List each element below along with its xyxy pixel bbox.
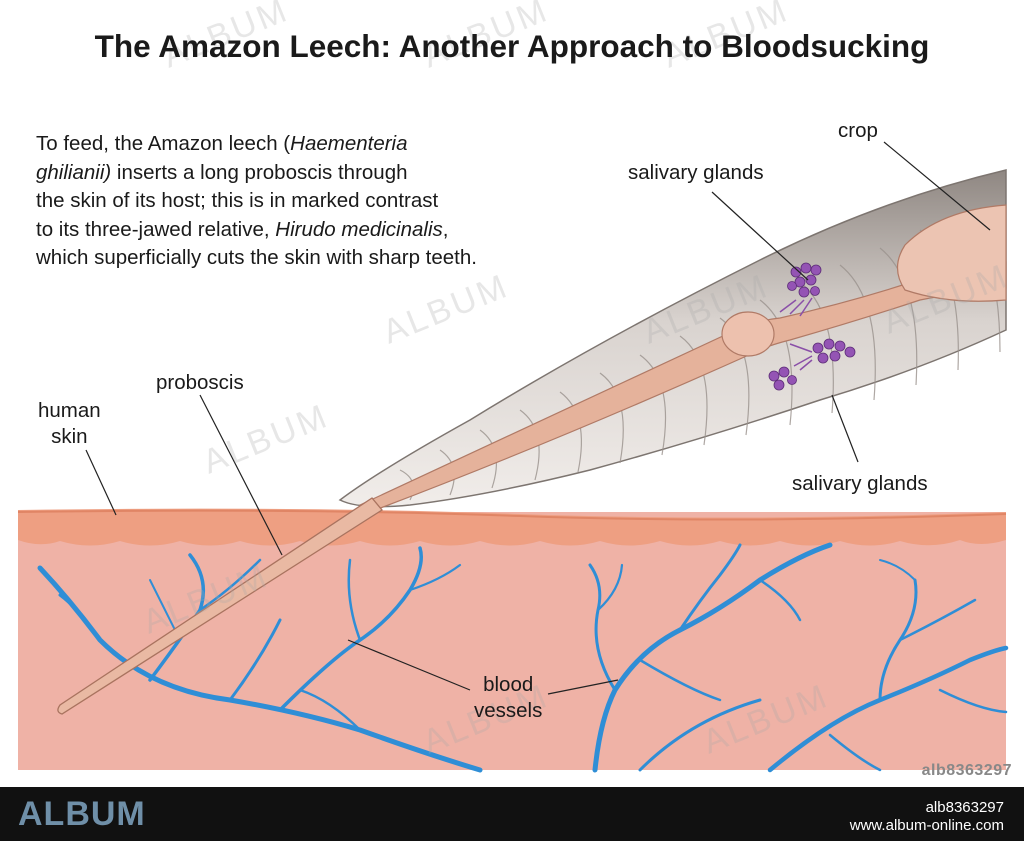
leech-skin-illustration <box>17 141 1009 773</box>
label-salivary-glands-top: salivary glands <box>628 161 764 184</box>
label-blood-vessels: blood vessels <box>474 673 543 722</box>
species-genus-haementeria: Haementeria <box>290 132 408 155</box>
intro-line-1: To feed, the Amazon leech (Haementeria <box>36 132 408 155</box>
intro-line-5: which superficially cuts the skin with s… <box>36 246 477 269</box>
leader-lines <box>85 141 991 695</box>
footer-image-code: alb8363297 <box>925 799 1004 816</box>
salivary-glands-upper <box>779 262 822 317</box>
leech-body <box>338 169 1007 513</box>
footer-bar: ALBUM alb8363297 www.album-online.com <box>0 787 1024 841</box>
human-skin-block <box>17 508 1007 770</box>
blood-vessels <box>37 542 1009 773</box>
intro-line-3: the skin of its host; this is in marked … <box>36 189 439 212</box>
salivary-glands-lower <box>768 338 856 391</box>
diagram-title: The Amazon Leech: Another Approach to Bl… <box>94 28 930 64</box>
label-salivary-glands-bottom: salivary glands <box>792 472 928 495</box>
species-hirudo-medicinalis: Hirudo medicinalis <box>275 217 443 241</box>
label-human-skin: human skin <box>38 399 101 448</box>
image-id-stamp: alb8363297 <box>921 762 1012 779</box>
proboscis-shaft <box>57 497 383 715</box>
intro-paragraph: To feed, the Amazon leech (Haementeria g… <box>36 130 596 273</box>
album-logo: ALBUM <box>18 795 146 833</box>
label-crop: crop <box>838 119 878 142</box>
label-proboscis: proboscis <box>156 371 244 394</box>
footer-website-link[interactable]: www.album-online.com <box>849 817 1004 834</box>
species-name-ghilianii: ghilianii) <box>36 160 112 184</box>
intro-line-4: to its three-jawed relative, Hirudo medi… <box>36 217 449 241</box>
intro-line-2: ghilianii) inserts a long proboscis thro… <box>36 160 408 184</box>
